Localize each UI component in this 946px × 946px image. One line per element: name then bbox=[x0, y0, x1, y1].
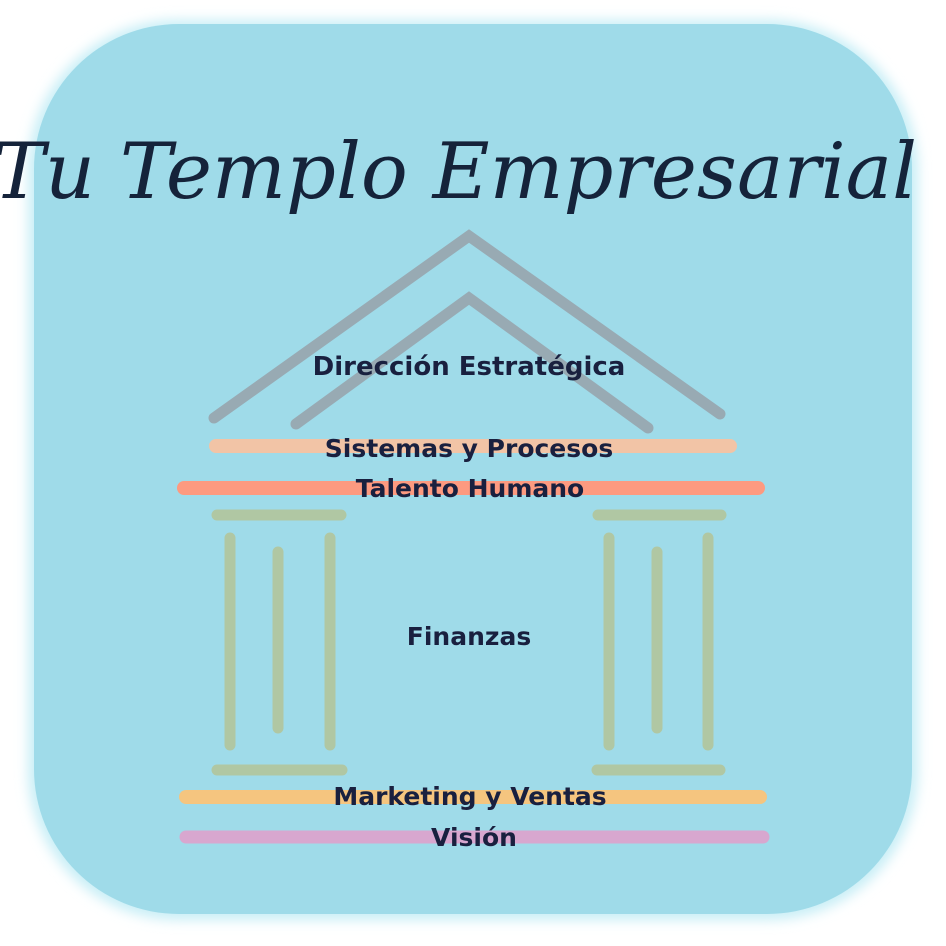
columns bbox=[211, 509, 727, 776]
label-marketing-ventas: Marketing y Ventas bbox=[333, 782, 606, 811]
label-finanzas: Finanzas bbox=[407, 622, 531, 651]
label-sistemas-procesos: Sistemas y Procesos bbox=[325, 434, 613, 463]
diagram-title: Tu Templo Empresarial bbox=[0, 127, 917, 217]
label-direccion-estrategica: Dirección Estratégica bbox=[313, 352, 626, 382]
roof bbox=[208, 229, 726, 434]
label-vision: Visión bbox=[431, 823, 517, 852]
label-talento-humano: Talento Humano bbox=[356, 474, 584, 503]
card-background bbox=[34, 24, 912, 914]
